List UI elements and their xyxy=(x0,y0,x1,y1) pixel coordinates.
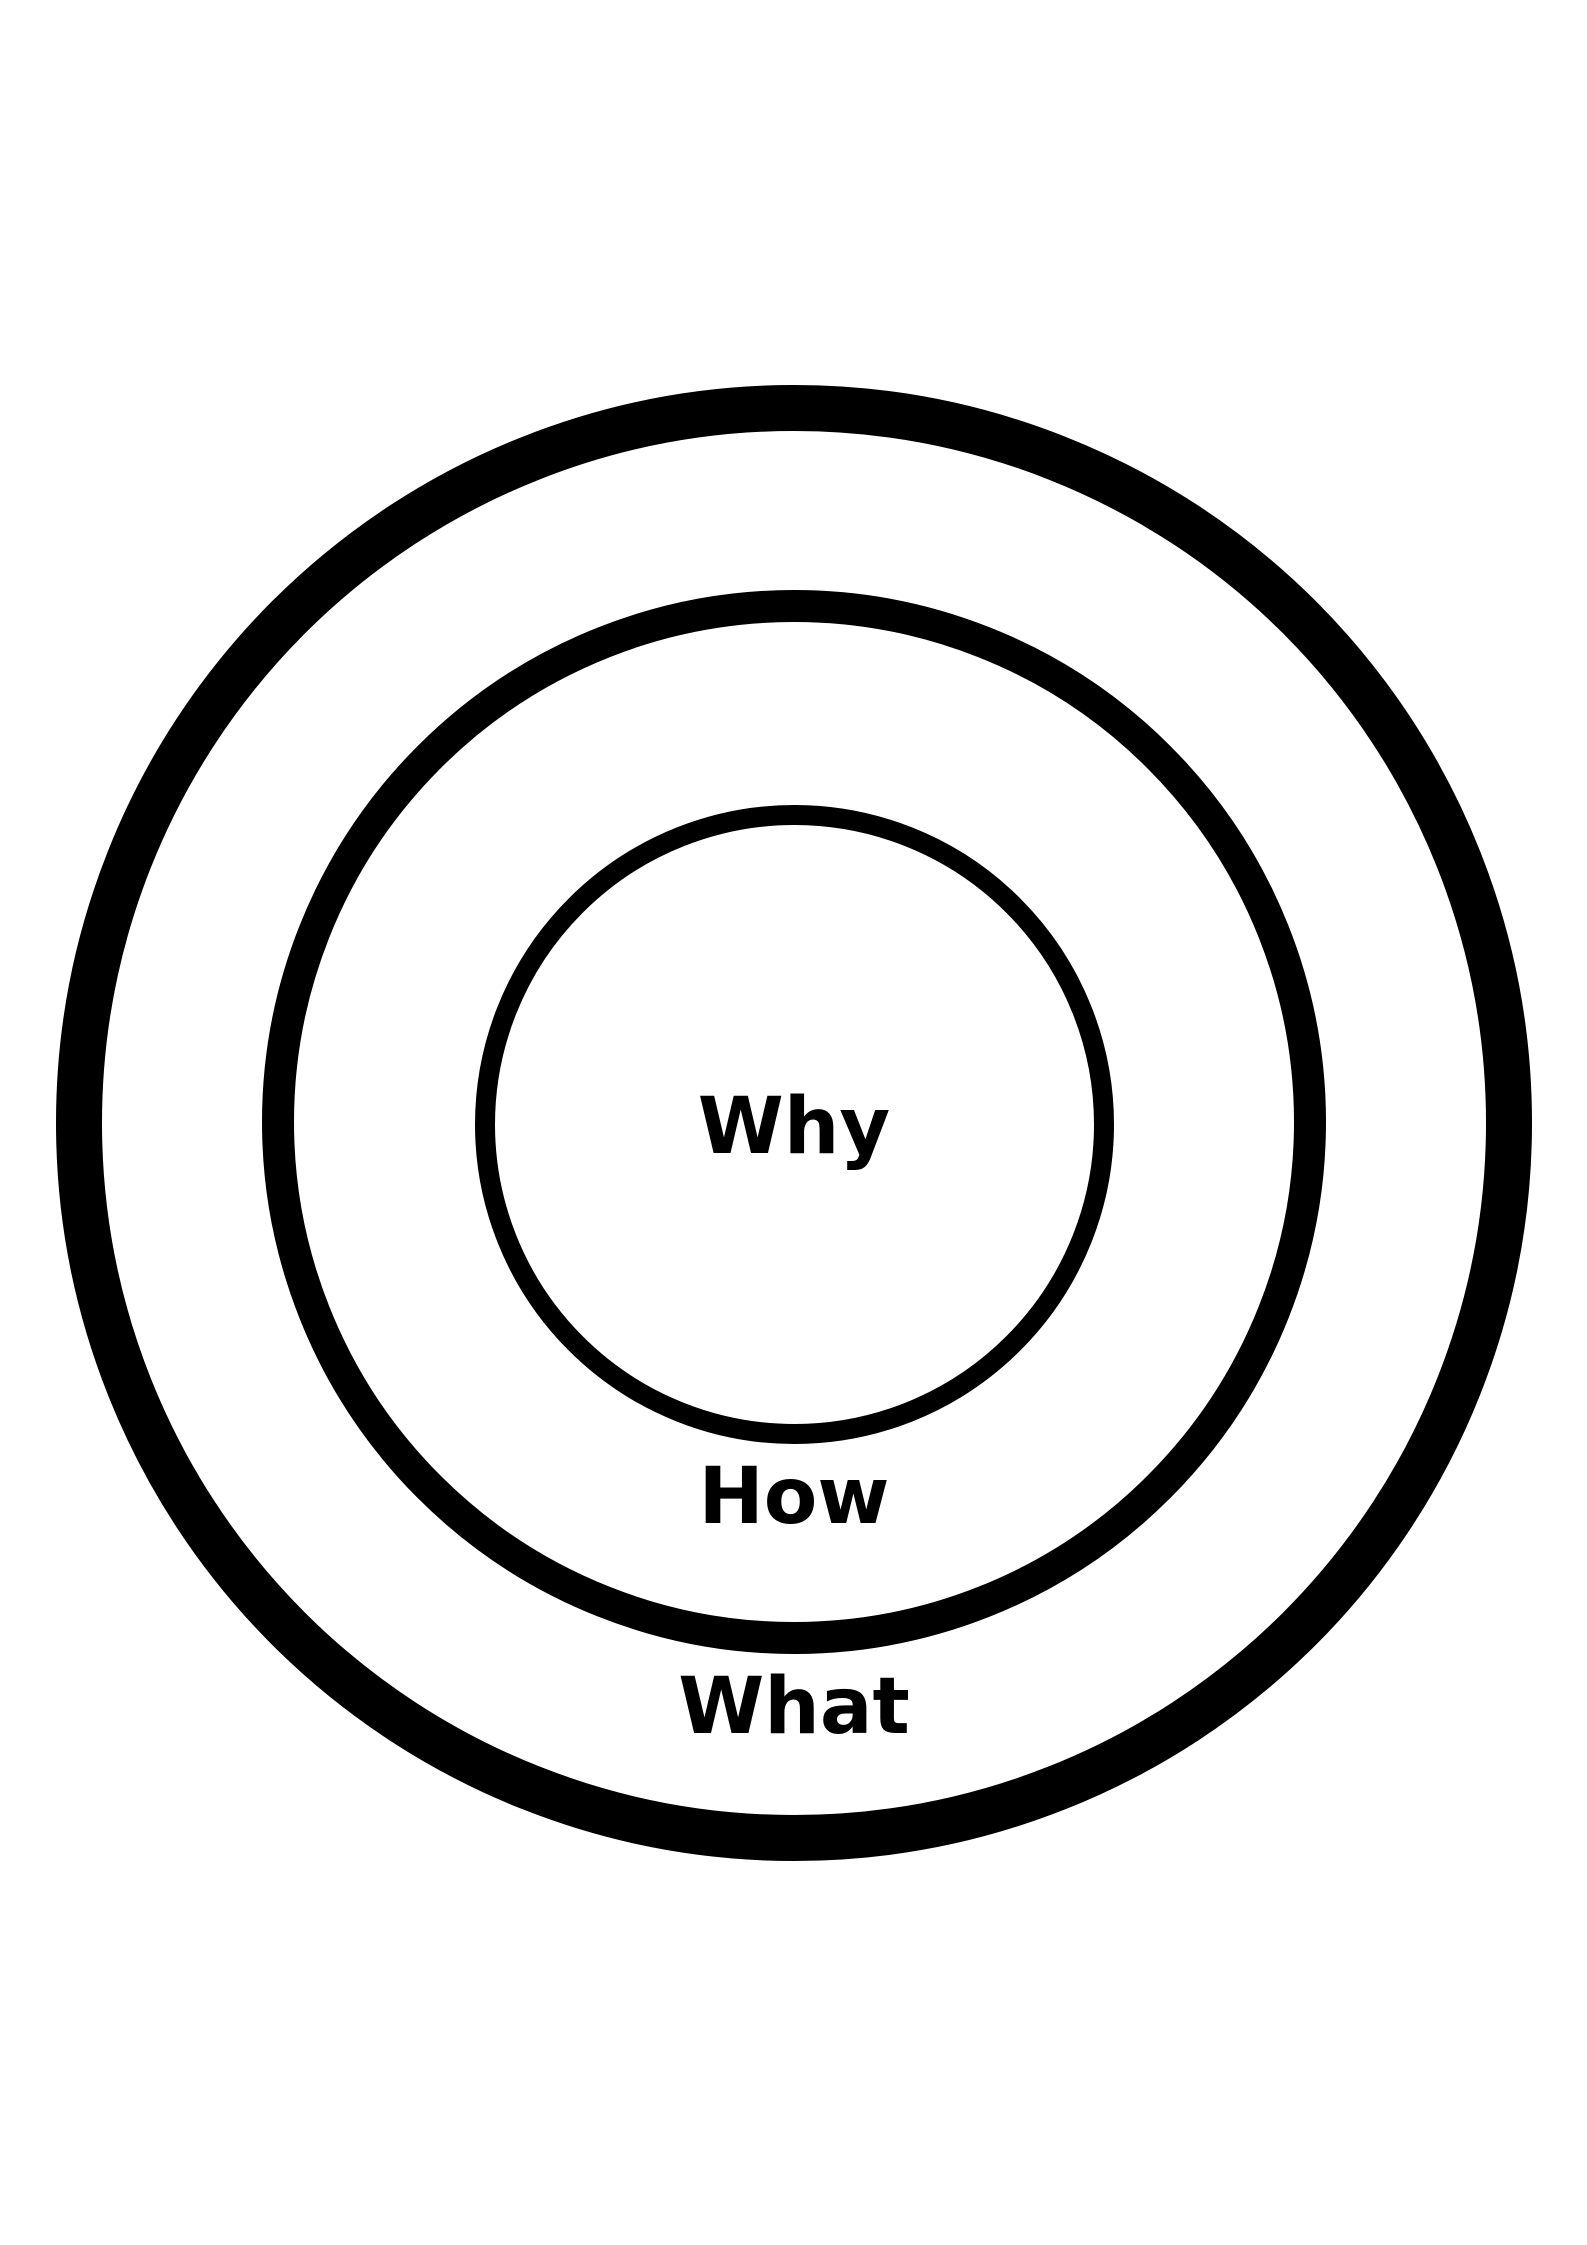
how-label: How xyxy=(698,1452,890,1542)
why-label: Why xyxy=(697,1082,891,1172)
what-label: What xyxy=(678,1662,910,1752)
